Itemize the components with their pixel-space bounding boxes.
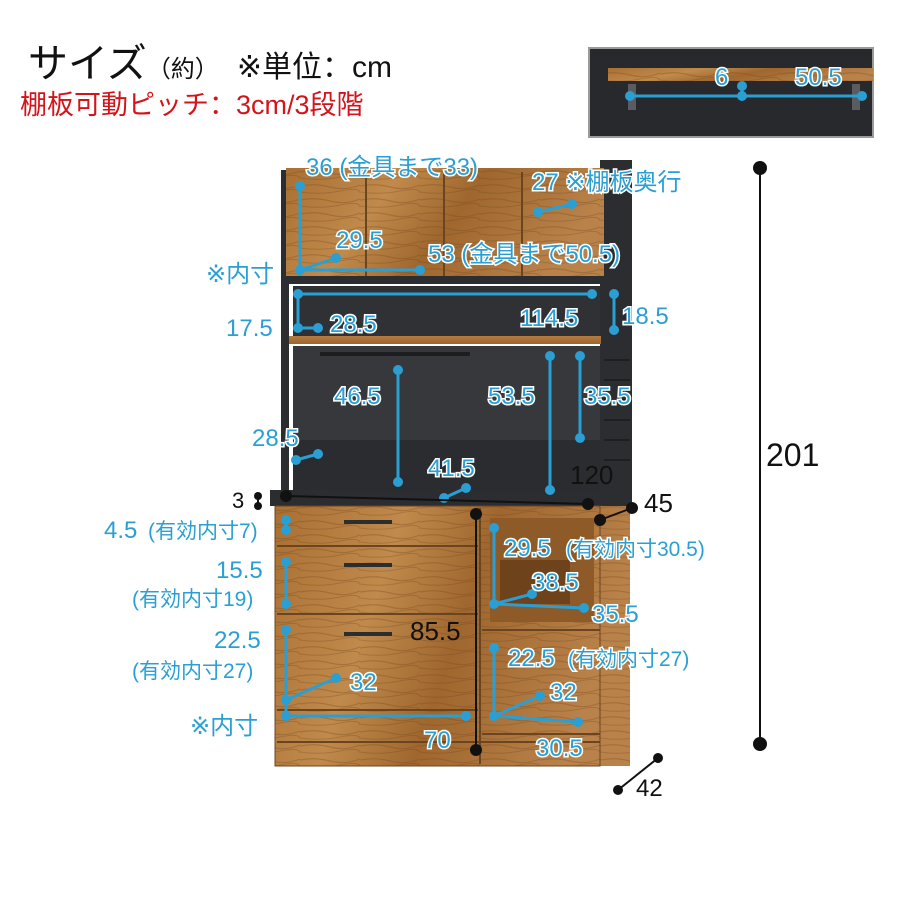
dim-38-5: 38.5 — [532, 569, 579, 596]
inner-note-bottom: ※内寸 — [190, 713, 258, 740]
upper-cabinet-base — [282, 276, 604, 284]
dim-30-5: 30.5 — [536, 735, 583, 762]
dim-4-5: 4.5 — [104, 517, 137, 544]
dim-15-5: 15.5 — [216, 557, 263, 584]
dim-17-5: 17.5 — [226, 315, 273, 342]
dim-35-5-b: 35.5 — [592, 601, 639, 628]
dimension-dots — [281, 181, 619, 727]
dim-35-5-a: 35.5 — [584, 383, 631, 410]
dim-height-201: 201 — [766, 437, 819, 473]
left-side-frame — [281, 170, 289, 490]
dim-depth-45: 45 — [644, 488, 673, 518]
dim-15-5-eff: (有効内寸19) — [132, 588, 253, 611]
base-cabinet-front — [274, 505, 601, 767]
dim-18-5: 18.5 — [622, 303, 669, 330]
inset-dot — [737, 81, 747, 91]
dim-28-5-b: 28.5 — [252, 425, 299, 452]
dim-32-a: 32 — [350, 669, 377, 696]
dim-46-5: 46.5 — [334, 383, 381, 410]
dim-inner-29-5: 29.5 — [336, 227, 383, 254]
dim-width-120: 120 — [570, 460, 613, 490]
dimension-labels: 36 (金具まで33) 27 ※棚板奥行 29.5 53 (金具まで50.5) … — [103, 153, 820, 803]
drawer-handle — [344, 563, 392, 567]
dim-22-5-eff: (有効内寸27) — [132, 660, 253, 683]
dim-28-5-a: 28.5 — [330, 311, 377, 338]
size-title: サイズ（約） ※単位：cm — [28, 44, 392, 84]
inset-dot — [625, 91, 635, 101]
inset-detail: 6 50.5 — [588, 47, 874, 138]
shelf-pitch-note: 棚板可動ピッチ：3cm/3段階 — [20, 90, 364, 120]
dim-inset-50-5: 50.5 — [795, 64, 842, 91]
dim-depth-42: 42 — [636, 775, 663, 802]
dim-114-5: 114.5 — [520, 305, 578, 332]
inset-shelf-grain — [608, 68, 873, 81]
dim-29-5-eff: (有効内寸30.5) — [566, 538, 705, 561]
dim-top-door: 36 (金具まで33) — [306, 154, 478, 181]
dim-22-5-r: 22.5 — [508, 645, 555, 672]
dim-22-5: 22.5 — [214, 627, 261, 654]
inset-dot — [737, 91, 747, 101]
dim-53-5: 53.5 — [488, 383, 535, 410]
unit-label: ※単位：cm — [236, 51, 392, 84]
drawer-handle — [344, 632, 392, 636]
dim-shelf-depth: 27 ※棚板奥行 — [532, 169, 681, 196]
inset-dot — [857, 91, 867, 101]
wood-shelf — [289, 336, 601, 344]
dim-inset-6: 6 — [715, 64, 728, 91]
dim-70: 70 — [424, 727, 451, 754]
overall-dimension-lines — [257, 168, 761, 791]
ladder-rungs — [604, 359, 630, 461]
dimension-lines — [284, 186, 616, 724]
approx-label: （約） — [146, 56, 219, 83]
dim-inner-53: 53 (金具まで50.5) — [428, 241, 620, 268]
right-side-frame — [600, 160, 632, 490]
dim-32-b: 32 — [550, 679, 577, 706]
drawer-handle — [344, 520, 392, 524]
dim-22-5-r-eff: (有効内寸27) — [568, 648, 689, 671]
overall-dimension-dots — [254, 161, 767, 795]
inner-note-top: ※内寸 — [206, 261, 274, 288]
dim-29-5: 29.5 — [504, 535, 551, 562]
dim-top-3: 3 — [232, 488, 244, 513]
dim-41-5: 41.5 — [428, 455, 475, 482]
dim-4-5-eff: (有効内寸7) — [148, 520, 258, 543]
inset-frame — [588, 47, 874, 138]
dim-85-5: 85.5 — [410, 616, 461, 646]
title-text: サイズ — [28, 42, 147, 86]
